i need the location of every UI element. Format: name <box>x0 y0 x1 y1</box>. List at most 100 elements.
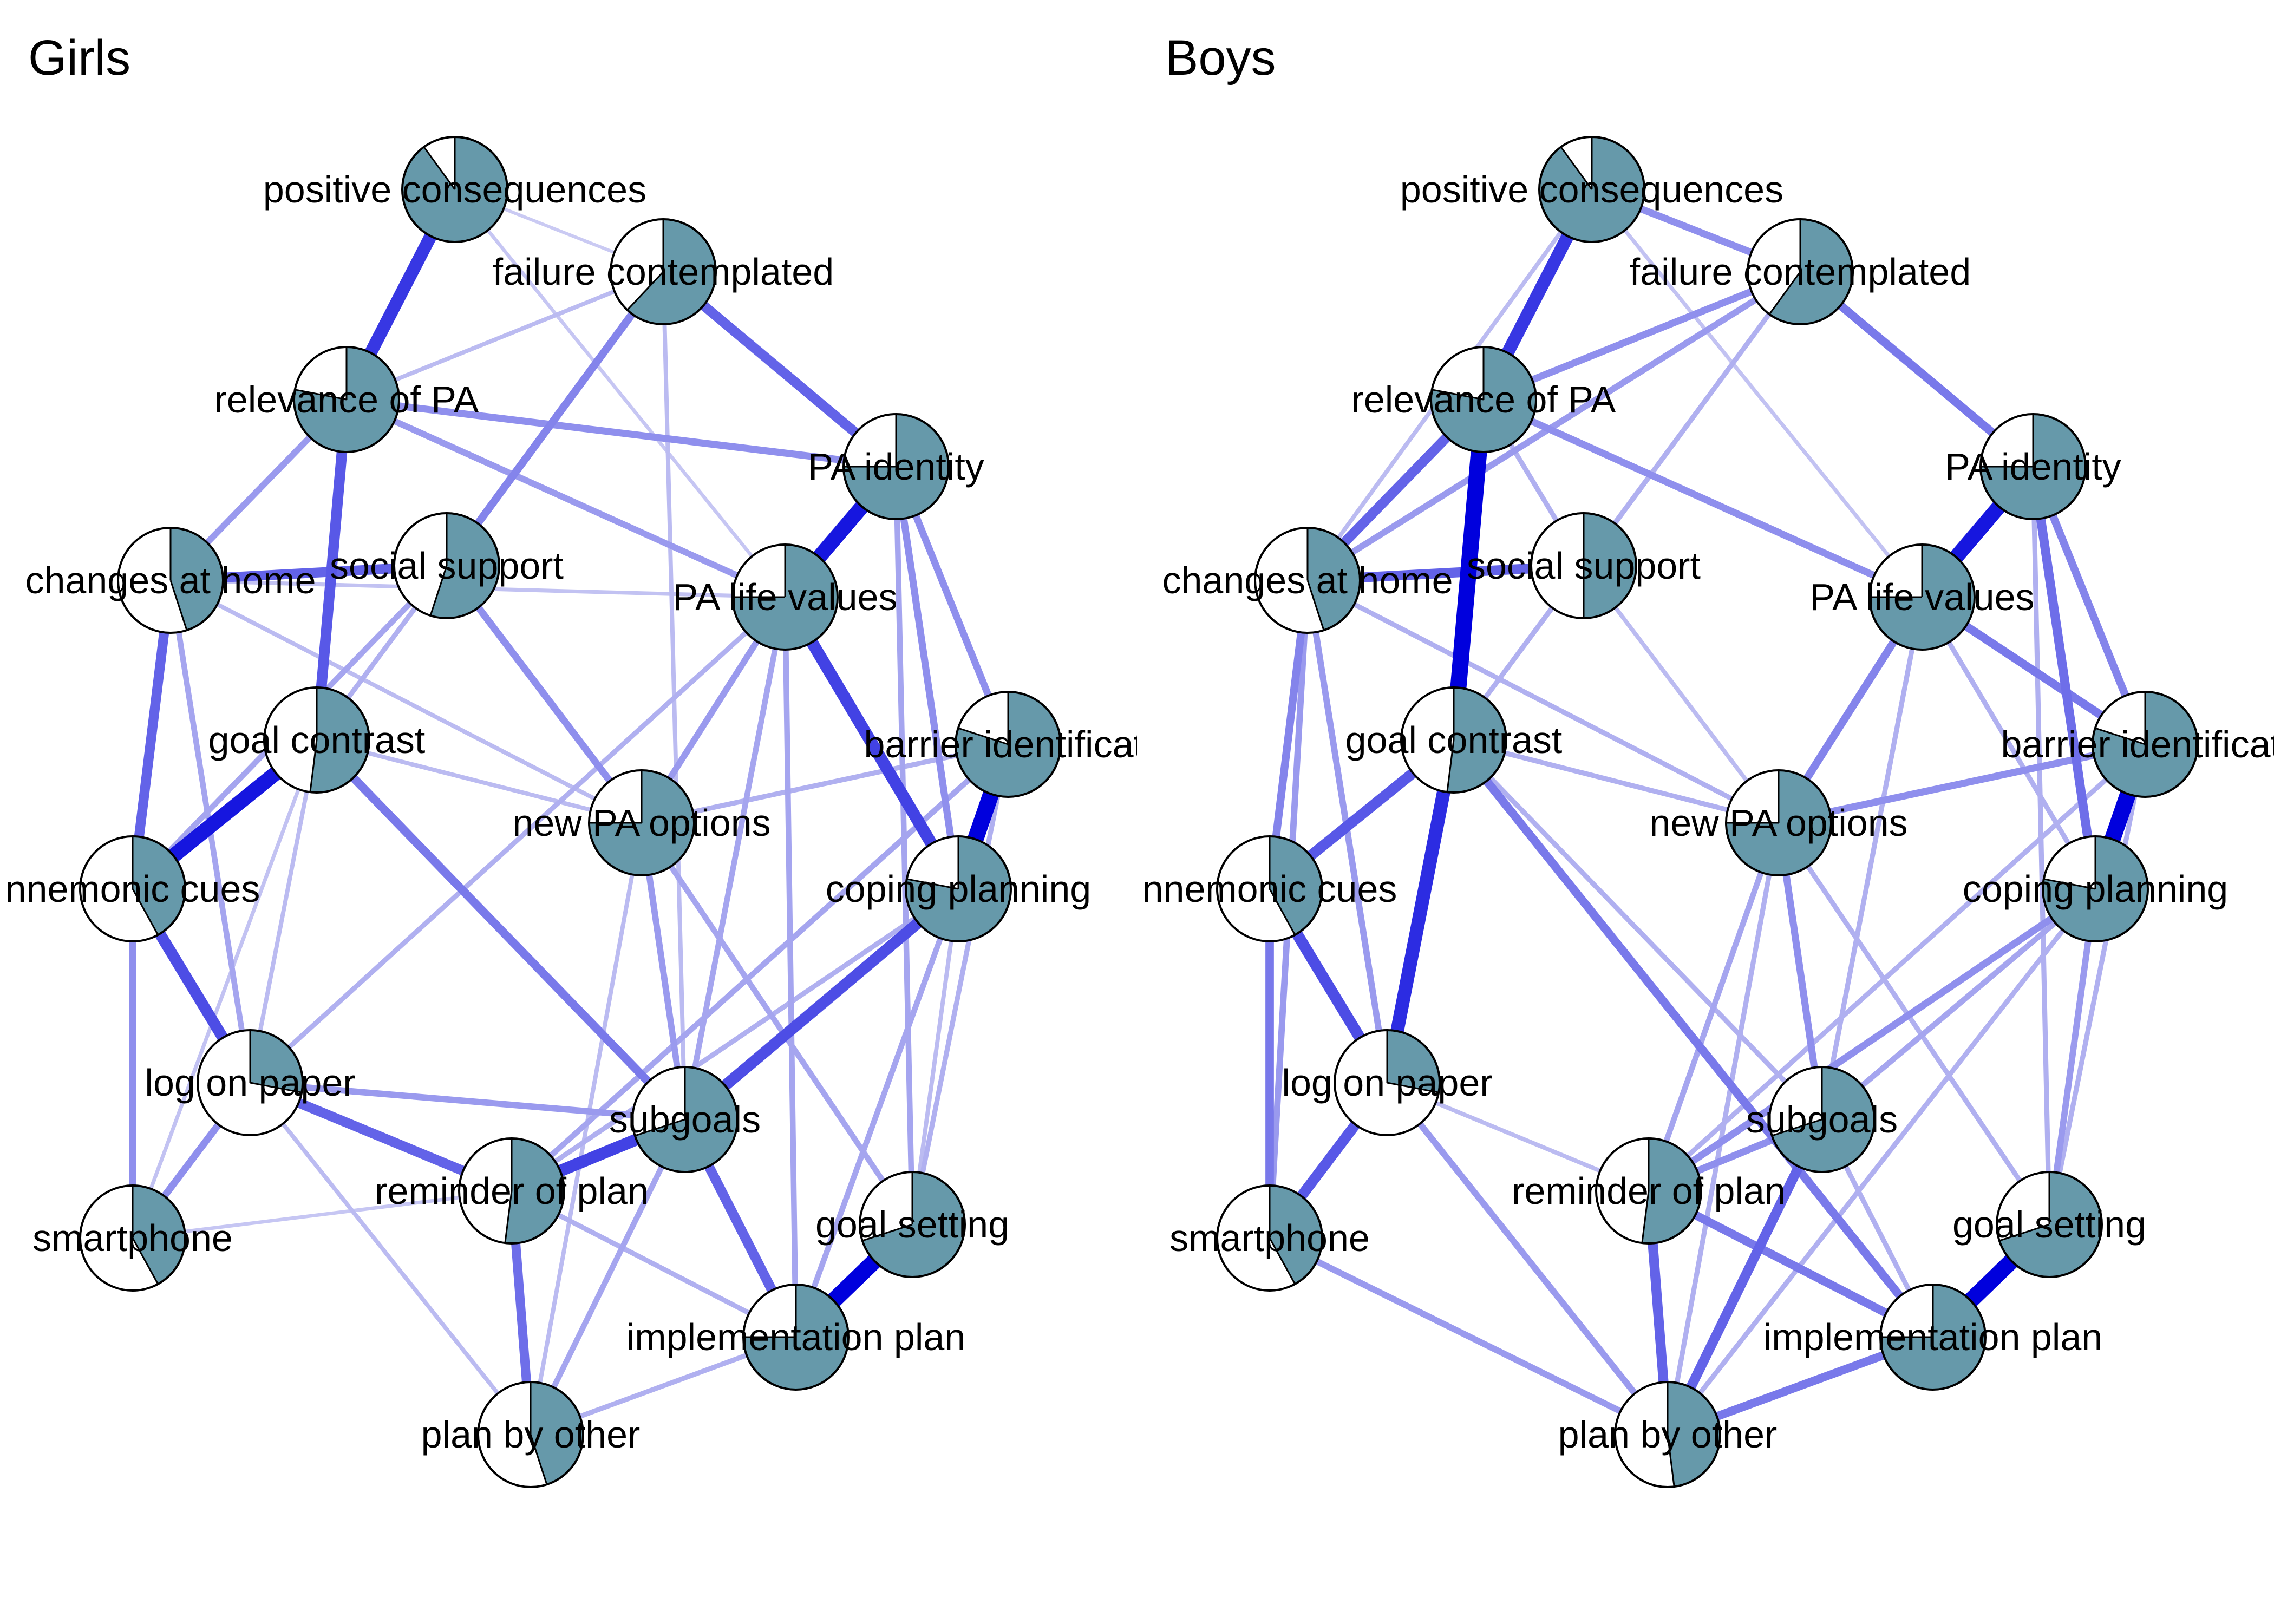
edge-subgoals-plan-by-other <box>527 1116 688 1438</box>
node-pie-divider <box>1667 1434 1675 1487</box>
edge-failure-contemplated-social-support <box>442 267 668 570</box>
node-border <box>1879 1284 1987 1391</box>
node-pie-divider <box>1641 1190 1650 1243</box>
node-border <box>1538 136 1645 243</box>
node-relevance-of-pa: relevance of PA <box>1351 346 1616 453</box>
node-reminder-of-plan: reminder of plan <box>1512 1137 1786 1245</box>
edge-barrier-identification-reminder-of-plan <box>1646 742 2148 1194</box>
edge-changes-at-home-new-pa-options <box>168 578 644 825</box>
node-pie-divider <box>250 1082 302 1093</box>
node-pie-slice <box>1769 219 1853 325</box>
edge-coping-planning-subgoals <box>679 883 964 1125</box>
node-new-pa-options: new PA options <box>1649 769 1908 876</box>
node-border <box>742 1284 850 1391</box>
node-border <box>1216 835 1323 942</box>
node-border <box>731 543 839 651</box>
node-relevance-of-pa: relevance of PA <box>214 346 479 453</box>
node-pie-slice <box>250 1030 303 1093</box>
node-pie-divider <box>862 1223 913 1242</box>
edge-pa-identity-goal-setting <box>893 463 916 1228</box>
node-pie-slice <box>1270 836 1322 935</box>
node-label-changes-at-home: changes at home <box>25 559 316 601</box>
edge-pa-life-values-subgoals <box>682 594 788 1123</box>
node-label-pa-identity: PA identity <box>808 446 984 488</box>
node-label-barrier-identification: barrier identificati <box>864 723 1153 765</box>
node-border <box>1614 1381 1721 1488</box>
edge-failure-contemplated-social-support <box>1581 269 1803 568</box>
panel-title-girls: Girls <box>28 30 131 86</box>
node-label-goal-contrast: goal contrast <box>208 719 426 761</box>
node-border <box>458 1137 565 1245</box>
node-pie-divider <box>1772 1118 1822 1137</box>
node-social-support: social support <box>330 512 564 619</box>
edge-pa-life-values-log-on-paper <box>247 594 788 1085</box>
node-pie-divider <box>132 1237 159 1285</box>
node-pie-slice <box>505 1138 565 1243</box>
edge-pa-life-values-subgoals <box>1819 594 1925 1122</box>
node-pie-slice <box>1270 1186 1322 1285</box>
node-social-support: social support <box>1467 512 1701 619</box>
panel-title-boys: Boys <box>1165 30 1276 86</box>
node-implementation-plan: implementation plan <box>1763 1284 2102 1391</box>
edge-barrier-identification-new-pa-options <box>639 742 1011 826</box>
node-label-positive-consequences: positive consequences <box>263 168 646 211</box>
edge-log-on-paper-plan-by-other <box>1384 1079 1671 1438</box>
edge-goal-contrast-log-on-paper <box>248 738 319 1085</box>
node-border <box>1979 413 2087 520</box>
panel-girls: positive consequences failure contemplate… <box>5 136 1153 1488</box>
node-pa-identity: PA identity <box>1945 413 2121 520</box>
edge-goal-contrast-subgoals <box>1451 737 1825 1122</box>
node-positive-consequences: positive consequences <box>263 136 646 243</box>
node-pie-divider <box>1432 389 1484 401</box>
node-border <box>905 835 1012 942</box>
edge-pa-life-values-coping-planning <box>779 591 965 895</box>
edge-coping-planning-implementation-plan <box>793 886 962 1340</box>
node-label-relevance-of-pa: relevance of PA <box>1351 378 1616 421</box>
node-label-new-pa-options: new PA options <box>1649 802 1907 844</box>
node-border <box>1747 218 1854 325</box>
node-pie-divider <box>1269 888 1296 935</box>
node-pie-slice <box>1308 528 1360 631</box>
node-plan-by-other: plan by other <box>421 1381 640 1488</box>
node-label-subgoals: subgoals <box>609 1098 761 1141</box>
node-border <box>1996 1171 2103 1278</box>
node-pa-identity: PA identity <box>808 413 984 520</box>
edge-barrier-identification-reminder-of-plan <box>508 741 1011 1194</box>
node-pie-slice <box>310 687 369 793</box>
node-border <box>477 1381 584 1488</box>
node-label-barrier-identification: barrier identificati <box>2001 723 2274 765</box>
node-pie-slice <box>1387 1030 1440 1093</box>
edge-pa-identity-coping-planning <box>2028 462 2100 894</box>
node-label-pa-life-values: PA life values <box>672 576 897 618</box>
node-label-plan-by-other: plan by other <box>1558 1413 1778 1456</box>
node-log-on-paper: log on paper <box>1282 1029 1493 1136</box>
node-failure-contemplated: failure contemplated <box>493 218 834 325</box>
node-implementation-plan: implementation plan <box>626 1284 965 1391</box>
node-pie-divider <box>635 1118 685 1137</box>
node-border <box>197 1029 304 1136</box>
node-border <box>842 413 950 520</box>
node-positive-consequences: positive consequences <box>1400 136 1783 243</box>
node-pie-divider <box>1768 271 1801 315</box>
edge-coping-planning-goal-setting <box>910 887 960 1227</box>
edge-positive-consequences-pa-life-values <box>1590 187 1924 599</box>
node-label-goal-setting: goal setting <box>1952 1203 2146 1246</box>
node-pie-divider <box>169 580 188 631</box>
node-pie-divider <box>1999 1223 2050 1242</box>
node-pie-slice <box>133 1186 185 1285</box>
edge-relevance-of-pa-pa-identity <box>343 396 900 470</box>
node-border <box>293 346 400 453</box>
node-new-pa-options: new PA options <box>512 769 771 876</box>
edge-changes-at-home-new-pa-options <box>1305 578 1781 826</box>
node-pie-divider <box>1560 146 1593 190</box>
node-label-social-support: social support <box>330 545 564 587</box>
node-pie-divider <box>1306 580 1325 631</box>
node-changes-at-home: changes at home <box>1162 527 1453 634</box>
node-pie-slice <box>1999 1172 2102 1277</box>
node-reminder-of-plan: reminder of plan <box>375 1137 649 1245</box>
node-pie-divider <box>504 1190 513 1243</box>
node-border <box>610 218 717 325</box>
edge-relevance-of-pa-goal-contrast <box>1446 391 1492 748</box>
node-label-subgoals: subgoals <box>1746 1098 1898 1141</box>
